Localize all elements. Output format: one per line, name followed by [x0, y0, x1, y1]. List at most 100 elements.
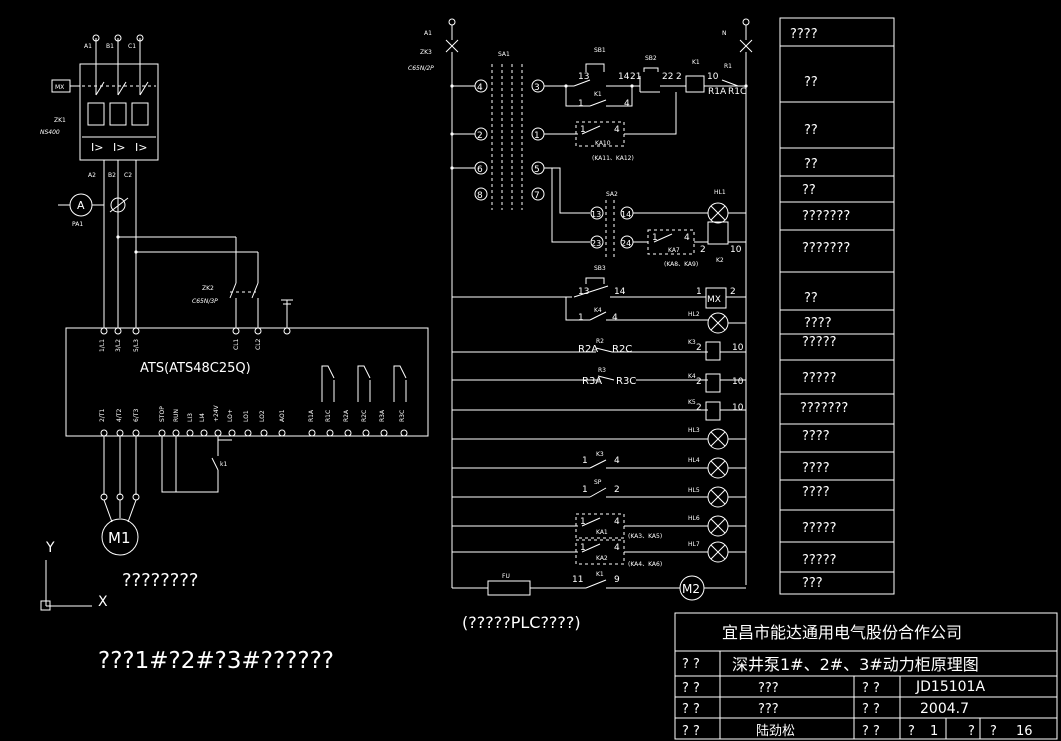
- k1-label: k1: [220, 461, 227, 468]
- pa1-label: PA1: [72, 221, 83, 228]
- svg-text:1: 1: [582, 456, 588, 466]
- sa1-label: SA1: [498, 51, 510, 58]
- sb2-term-21: 21: [630, 72, 641, 82]
- hl1-label: HL1: [714, 189, 726, 196]
- k1-contact-loop: k1: [161, 436, 232, 493]
- function-cell: ?????: [802, 335, 837, 350]
- title-r2-value: ???: [758, 681, 779, 696]
- ats-term-r3c: R3C: [399, 410, 406, 422]
- svg-text:2: 2: [696, 403, 702, 413]
- phase-label-b1: B1: [106, 43, 114, 50]
- function-cell: ????: [802, 485, 830, 500]
- sa2-term-13: 13: [591, 210, 601, 219]
- r2-row: R2A R2 R2C K3 2 10: [452, 338, 746, 361]
- hl3-row: HL3: [452, 427, 746, 450]
- k4-label: K4: [594, 307, 602, 314]
- ats-term-r2c: R2C: [361, 410, 368, 422]
- sa2-label: SA2: [606, 191, 618, 198]
- sheet-cell-4: ?: [990, 724, 997, 739]
- motor-m1-label: M1: [108, 529, 131, 547]
- phase-label-a2: A2: [88, 172, 96, 179]
- k1-holding: K1 1 4: [564, 84, 634, 109]
- ats-term-l3: 5/L3: [133, 339, 140, 352]
- function-cell: ???????: [802, 241, 850, 256]
- k1-coil: [685, 75, 705, 93]
- svg-text:1: 1: [696, 287, 702, 297]
- zk1-model: NS400: [40, 129, 60, 136]
- fan-row: FU 11 K1 9 M2: [452, 571, 746, 601]
- selector-sa1: SA1 4 2 6 8 3 1 5 7: [450, 51, 545, 210]
- svg-text:I>: I>: [113, 141, 125, 154]
- ka7-note: (KA8、KA9): [664, 261, 698, 268]
- sa1-node-5: 5: [534, 165, 540, 175]
- hl5-row: 1 SP 2 HL5: [452, 479, 746, 508]
- drawing-title: 深井泵1#、2#、3#动力柜原理图: [732, 655, 979, 674]
- title-r3-label2: ? ?: [862, 702, 880, 717]
- sa1-node-4: 4: [477, 83, 483, 93]
- k2-term-2: 2: [700, 245, 706, 255]
- lamp-hl4-icon: [707, 457, 729, 479]
- sa2-term-23: 23: [591, 239, 601, 248]
- phase-label-a1: A1: [84, 43, 92, 50]
- ka2-label: KA2: [596, 555, 608, 562]
- lamp-hl3-icon: [707, 428, 729, 450]
- r2-label: R2: [596, 338, 604, 345]
- lamp-hl1-icon: [707, 202, 729, 224]
- ka10-note: (KA11、KA12): [592, 155, 634, 162]
- function-cell: ?????: [802, 553, 837, 568]
- sa2-term-24: 24: [621, 239, 631, 248]
- ats-term-li4: LI4: [199, 413, 206, 422]
- svg-text:4: 4: [614, 125, 620, 135]
- ka10-label: KA10: [595, 140, 611, 147]
- r3-label: R3: [598, 367, 606, 374]
- sb1-label: SB1: [594, 47, 606, 54]
- svg-text:10: 10: [732, 403, 744, 413]
- ats-term-ao1: AO1: [279, 409, 286, 422]
- k2-term-10: 10: [730, 245, 742, 255]
- svg-text:1: 1: [582, 485, 588, 495]
- svg-text:4: 4: [614, 456, 620, 466]
- ats-term-lo1: LO1: [243, 410, 250, 422]
- k4-coil: [705, 373, 721, 393]
- title-row-label-1: ? ?: [682, 657, 700, 672]
- drawing-code: JD15101A: [915, 679, 985, 695]
- r1-label: R1: [724, 63, 732, 70]
- title-row-label-2: ? ?: [682, 681, 700, 696]
- ats-term-lo-plus: LO+: [227, 409, 234, 422]
- ats-term-r2a: R2A: [343, 409, 350, 422]
- breaker-zk2: ZK2 C65N/3P: [116, 235, 293, 328]
- motor-m1: M1: [100, 436, 140, 556]
- ats-term-cl2: CL2: [255, 338, 262, 350]
- sb3-term-14: 14: [614, 287, 626, 297]
- r3-row: R3A R3 R3C K4 2 10: [452, 367, 746, 393]
- axis-y-label: Y: [45, 540, 55, 556]
- zk3-label: ZK3: [420, 49, 432, 56]
- fu-label: FU: [502, 573, 510, 580]
- meter-a-label: A: [77, 199, 85, 212]
- sb3-term-13: 13: [578, 287, 589, 297]
- ats-term-cl1: CL1: [233, 338, 240, 350]
- svg-text:2: 2: [696, 343, 702, 353]
- ats-term-l1: 1/L1: [99, 339, 106, 352]
- sa1-node-1: 1: [534, 131, 540, 141]
- caption-main: ???1#?2#?3#??????: [98, 648, 334, 674]
- function-cell: ???????: [802, 209, 850, 224]
- ats-relay-contacts: [321, 365, 407, 402]
- svg-text:I>: I>: [135, 141, 147, 154]
- svg-text:1: 1: [578, 313, 584, 323]
- coil-k1-term-2: 2: [676, 72, 682, 82]
- lamp-hl5-icon: [707, 486, 729, 508]
- phase-terminals-top: A1 B1 C1: [84, 34, 144, 66]
- svg-text:1: 1: [580, 517, 586, 527]
- drawing-date: 2004.7: [920, 701, 969, 717]
- k3-coil-label: K3: [688, 339, 696, 346]
- lamp-hl2-icon: [707, 312, 729, 334]
- axis-x-label: X: [98, 594, 108, 610]
- axis-indicator: Y X: [40, 540, 108, 611]
- svg-text:1: 1: [580, 543, 586, 553]
